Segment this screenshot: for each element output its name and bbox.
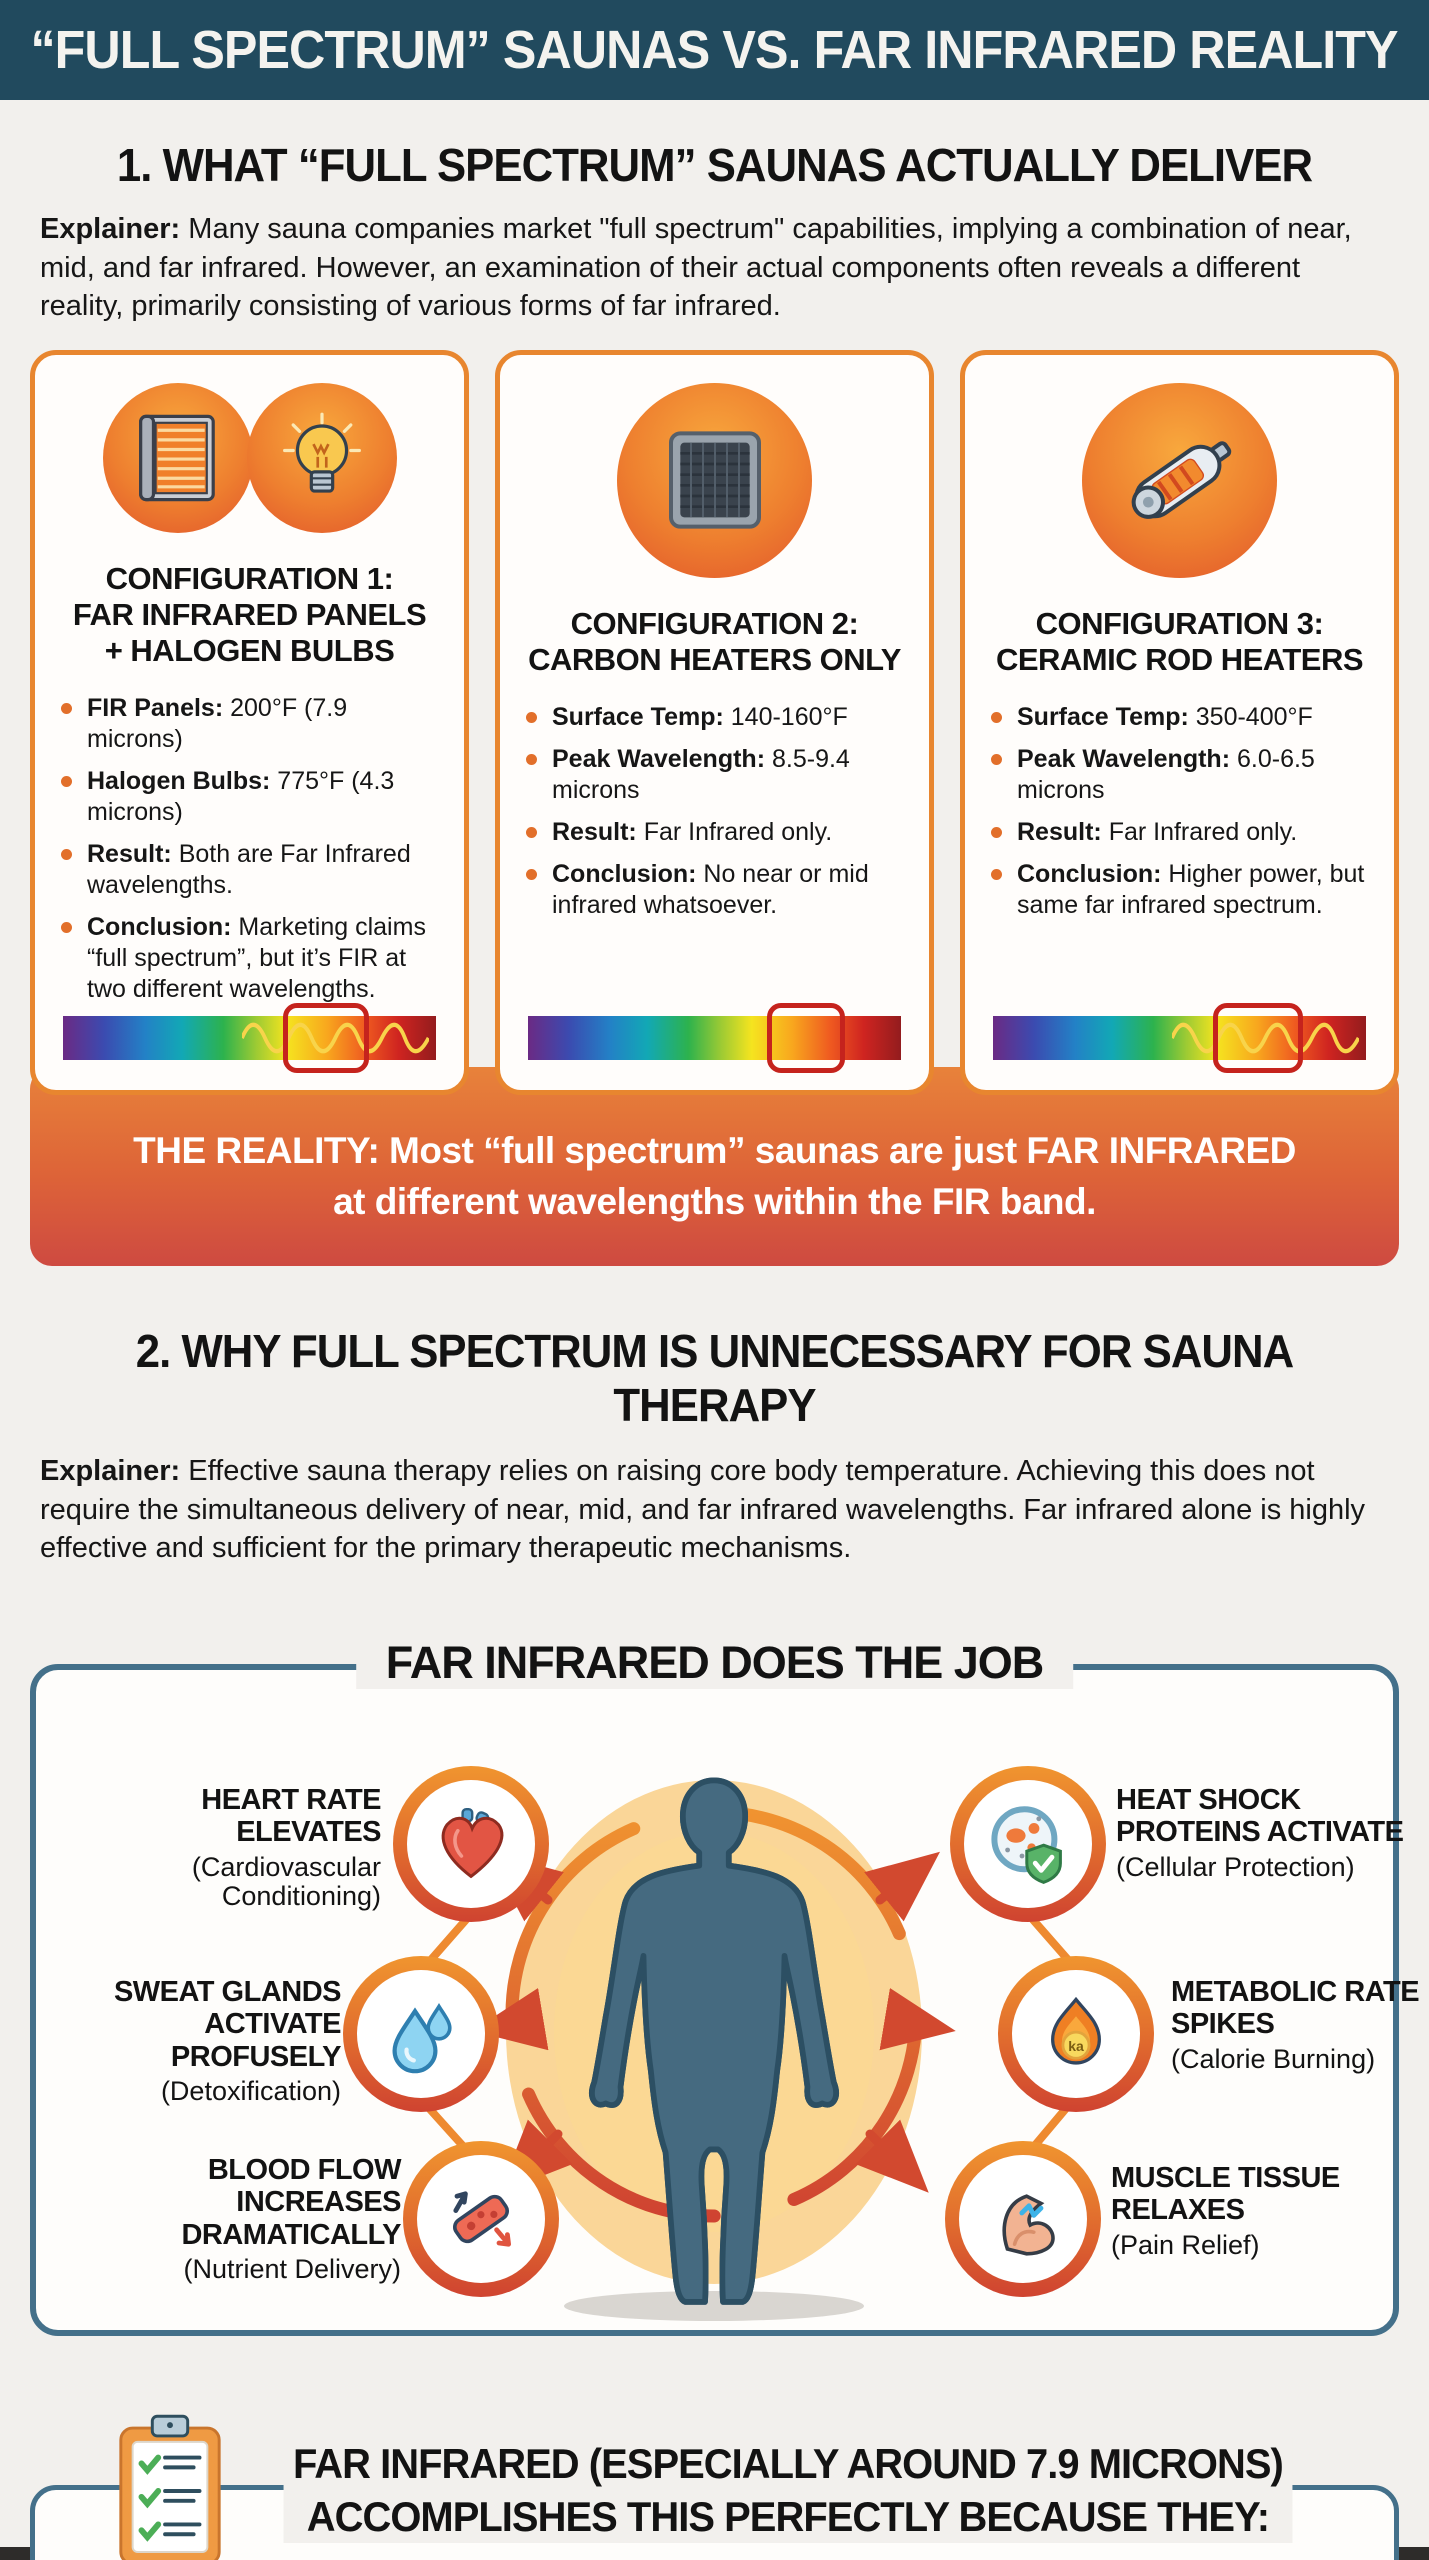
- section1-explainer: Explainer: Many sauna companies market "…: [40, 213, 1352, 323]
- card-config-1: CONFIGURATION 1: FAR INFRARED PANELS + H…: [30, 349, 469, 1095]
- spectrum-bar: [528, 1002, 901, 1073]
- card-config-2: CONFIGURATION 2: CARBON HEATERS ONLY Sur…: [495, 349, 934, 1095]
- card1-bullets: FIR Panels: 200°F (7.9 microns) Halogen …: [55, 693, 444, 1016]
- card2-bullets: Surface Temp: 140-160°F Peak Wavelength:…: [520, 702, 909, 932]
- cell-shield-icon: [964, 1779, 1092, 1908]
- page-title: “FULL SPECTRUM” SAUNAS VS. FAR INFRARED …: [30, 20, 1399, 80]
- fir-band-highlight: [766, 1002, 846, 1073]
- halogen-bulb-icon: [246, 382, 397, 533]
- spectrum-bar: [993, 1002, 1366, 1073]
- ceramic-rod-icon: [1082, 382, 1277, 578]
- card2-title: CONFIGURATION 2: CARBON HEATERS ONLY: [528, 605, 901, 677]
- heart-icon: [407, 1779, 535, 1908]
- explainer-label: Explainer:: [40, 1455, 181, 1488]
- card-config-3: CONFIGURATION 3: CERAMIC ROD HEATERS Sur…: [960, 349, 1399, 1095]
- svg-text:ka: ka: [1068, 2038, 1084, 2054]
- flame-icon: ka: [1012, 1969, 1140, 2098]
- section2-explainer: Explainer: Effective sauna therapy relie…: [40, 1455, 1366, 1565]
- blood-vessel-icon: [417, 2154, 545, 2283]
- checklist-title: FAR INFRARED (ESPECIALLY AROUND 7.9 MICR…: [283, 2438, 1292, 2544]
- spectrum-bar: [63, 1002, 436, 1073]
- fir-band-highlight: [1213, 1002, 1303, 1073]
- far-infrared-job-panel: FAR INFRARED DOES THE JOB: [30, 1636, 1420, 2336]
- card3-title: CONFIGURATION 3: CERAMIC ROD HEATERS: [995, 605, 1364, 677]
- configuration-cards: CONFIGURATION 1: FAR INFRARED PANELS + H…: [0, 349, 1429, 1095]
- header-band: “FULL SPECTRUM” SAUNAS VS. FAR INFRARED …: [0, 0, 1429, 100]
- card3-bullets: Surface Temp: 350-400°F Peak Wavelength:…: [985, 702, 1374, 932]
- fir-wave: [242, 1022, 429, 1053]
- card1-title: CONFIGURATION 1: FAR INFRARED PANELS + H…: [72, 560, 427, 668]
- section2-title: 2. WHY FULL SPECTRUM IS UNNECESSARY FOR …: [135, 1325, 1294, 1432]
- explainer-label: Explainer:: [40, 213, 181, 245]
- checklist-title-row: FAR INFRARED (ESPECIALLY AROUND 7.9 MICR…: [0, 2412, 1429, 2560]
- body-silhouette-art: [423, 1714, 1074, 2321]
- carbon-panel-icon: [617, 382, 812, 578]
- bicep-icon: [959, 2154, 1087, 2283]
- reality-banner: THE REALITY: Most “full spectrum” saunas…: [30, 1066, 1399, 1267]
- fir-band-highlight: [283, 1002, 369, 1073]
- water-droplets-icon: [357, 1969, 485, 2098]
- job-panel-title: FAR INFRARED DOES THE JOB: [355, 1636, 1074, 1689]
- clipboard-icon: [118, 2414, 221, 2560]
- fir-panel-icon: [102, 382, 253, 533]
- checklist-section: FAR INFRARED (ESPECIALLY AROUND 7.9 MICR…: [0, 2412, 1429, 2560]
- section1-title: 1. WHAT “FULL SPECTRUM” SAUNAS ACTUALLY …: [116, 139, 1313, 191]
